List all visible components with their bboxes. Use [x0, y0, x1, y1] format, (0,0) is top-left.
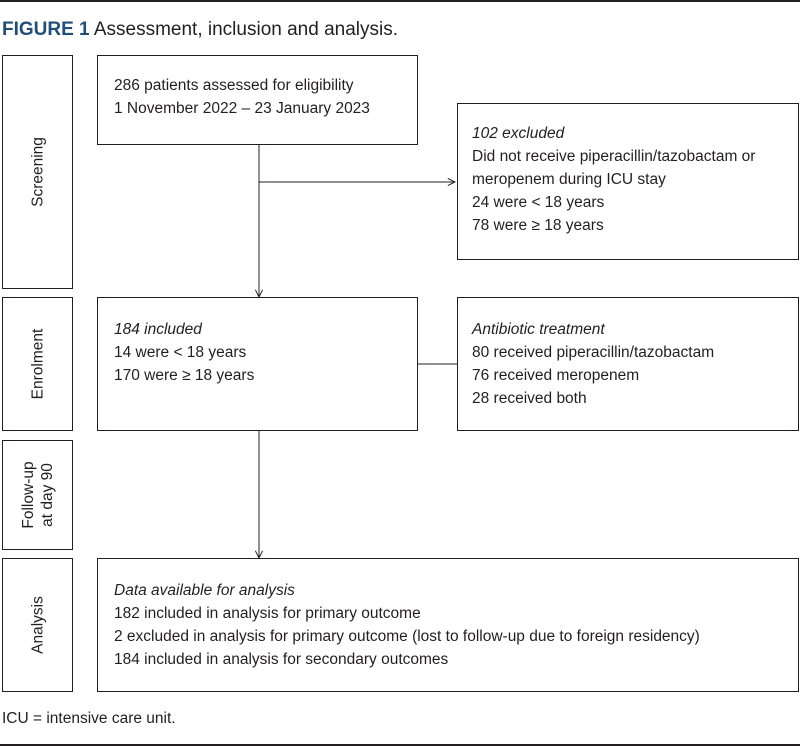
excluded-over-18: 78 were ≥ 18 years	[472, 217, 604, 234]
analysis-secondary-included: 184 included in analysis for secondary o…	[114, 651, 449, 668]
stage-screening: Screening	[2, 55, 73, 289]
top-rule	[0, 0, 800, 2]
included-heading: 184 included	[114, 321, 202, 338]
assessed-period: 1 November 2022 – 23 January 2023	[114, 100, 370, 117]
stage-analysis: Analysis	[2, 558, 73, 692]
treatment-heading: Antibiotic treatment	[472, 321, 605, 338]
footnote: ICU = intensive care unit.	[2, 710, 176, 727]
excluded-heading: 102 excluded	[472, 125, 565, 142]
box-excluded: 102 excluded Did not receive piperacilli…	[457, 103, 799, 260]
included-under-18: 14 were < 18 years	[114, 344, 247, 361]
figure-label: FIGURE 1	[2, 19, 90, 40]
treatment-both: 28 received both	[472, 390, 587, 407]
analysis-heading: Data available for analysis	[114, 582, 295, 599]
excluded-under-18: 24 were < 18 years	[472, 194, 605, 211]
excluded-reason-1: Did not receive piperacillin/tazobactam …	[472, 148, 756, 165]
box-analysis: Data available for analysis 182 included…	[97, 558, 799, 692]
analysis-primary-included: 182 included in analysis for primary out…	[114, 605, 421, 622]
analysis-primary-excluded: 2 excluded in analysis for primary outco…	[114, 628, 700, 645]
included-over-18: 170 were ≥ 18 years	[114, 367, 255, 384]
stage-followup: Follow-up at day 90	[2, 440, 73, 550]
treatment-meropenem: 76 received meropenem	[472, 367, 640, 384]
excluded-reason-2: meropenem during ICU stay	[472, 171, 666, 188]
stage-enrolment: Enrolment	[2, 297, 73, 431]
bottom-rule	[0, 744, 800, 746]
treatment-piperacillin: 80 received piperacillin/tazobactam	[472, 344, 715, 361]
figure-caption: Assessment, inclusion and analysis.	[93, 19, 399, 40]
box-assessed: 286 patients assessed for eligibility 1 …	[97, 55, 418, 145]
box-antibiotic-treatment: Antibiotic treatment 80 received piperac…	[457, 297, 799, 431]
assessed-count: 286 patients assessed for eligibility	[114, 77, 354, 94]
figure-title: FIGURE 1 Assessment, inclusion and analy…	[2, 18, 398, 42]
box-included: 184 included 14 were < 18 years 170 were…	[97, 297, 418, 431]
